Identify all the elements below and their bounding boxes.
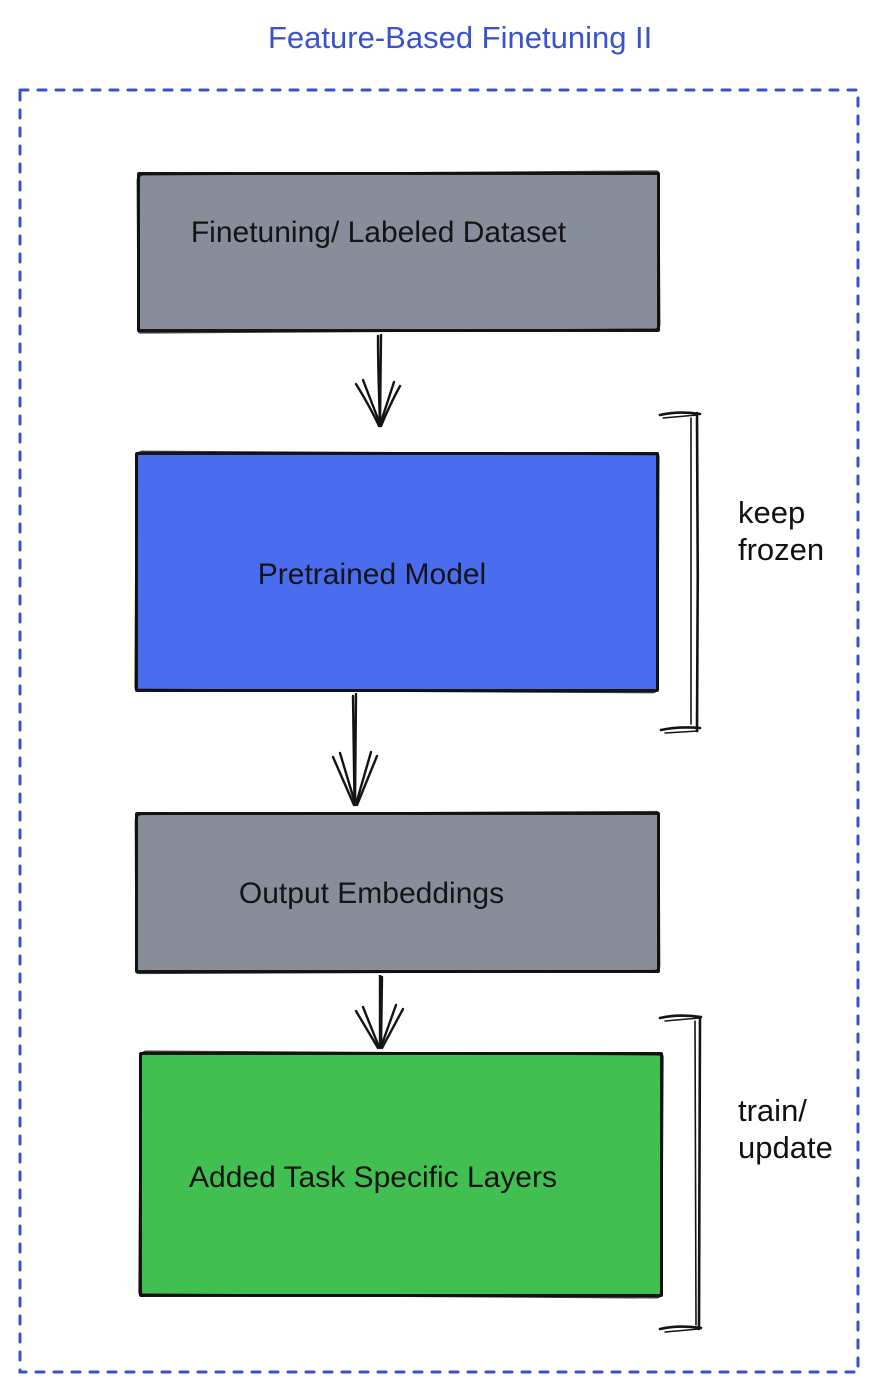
annotation-keep-frozen: keep frozen (738, 495, 825, 567)
node-task-specific-layers: Added Task Specific Layers (139, 1052, 663, 1297)
arrow-down-icon (354, 334, 402, 428)
node-label: Added Task Specific Layers (189, 1160, 557, 1194)
node-pretrained-model: Pretrained Model (135, 452, 659, 692)
node-finetuning-dataset: Finetuning/ Labeled Dataset (137, 172, 660, 332)
node-label: Output Embeddings (238, 876, 505, 910)
bracket-train-update (658, 1014, 703, 1333)
diagram-title: Feature-Based Finetuning II (268, 20, 653, 55)
node-label: Pretrained Model (257, 558, 487, 591)
dashed-frame (18, 88, 860, 1374)
bracket-keep-frozen (658, 411, 702, 734)
annotation-train-update: train/ update (738, 1093, 833, 1165)
arrow-down-icon (331, 693, 379, 807)
arrow-down-icon (354, 975, 405, 1050)
node-output-embeddings: Output Embeddings (135, 812, 660, 973)
node-label: Finetuning/ Labeled Dataset (190, 216, 567, 249)
